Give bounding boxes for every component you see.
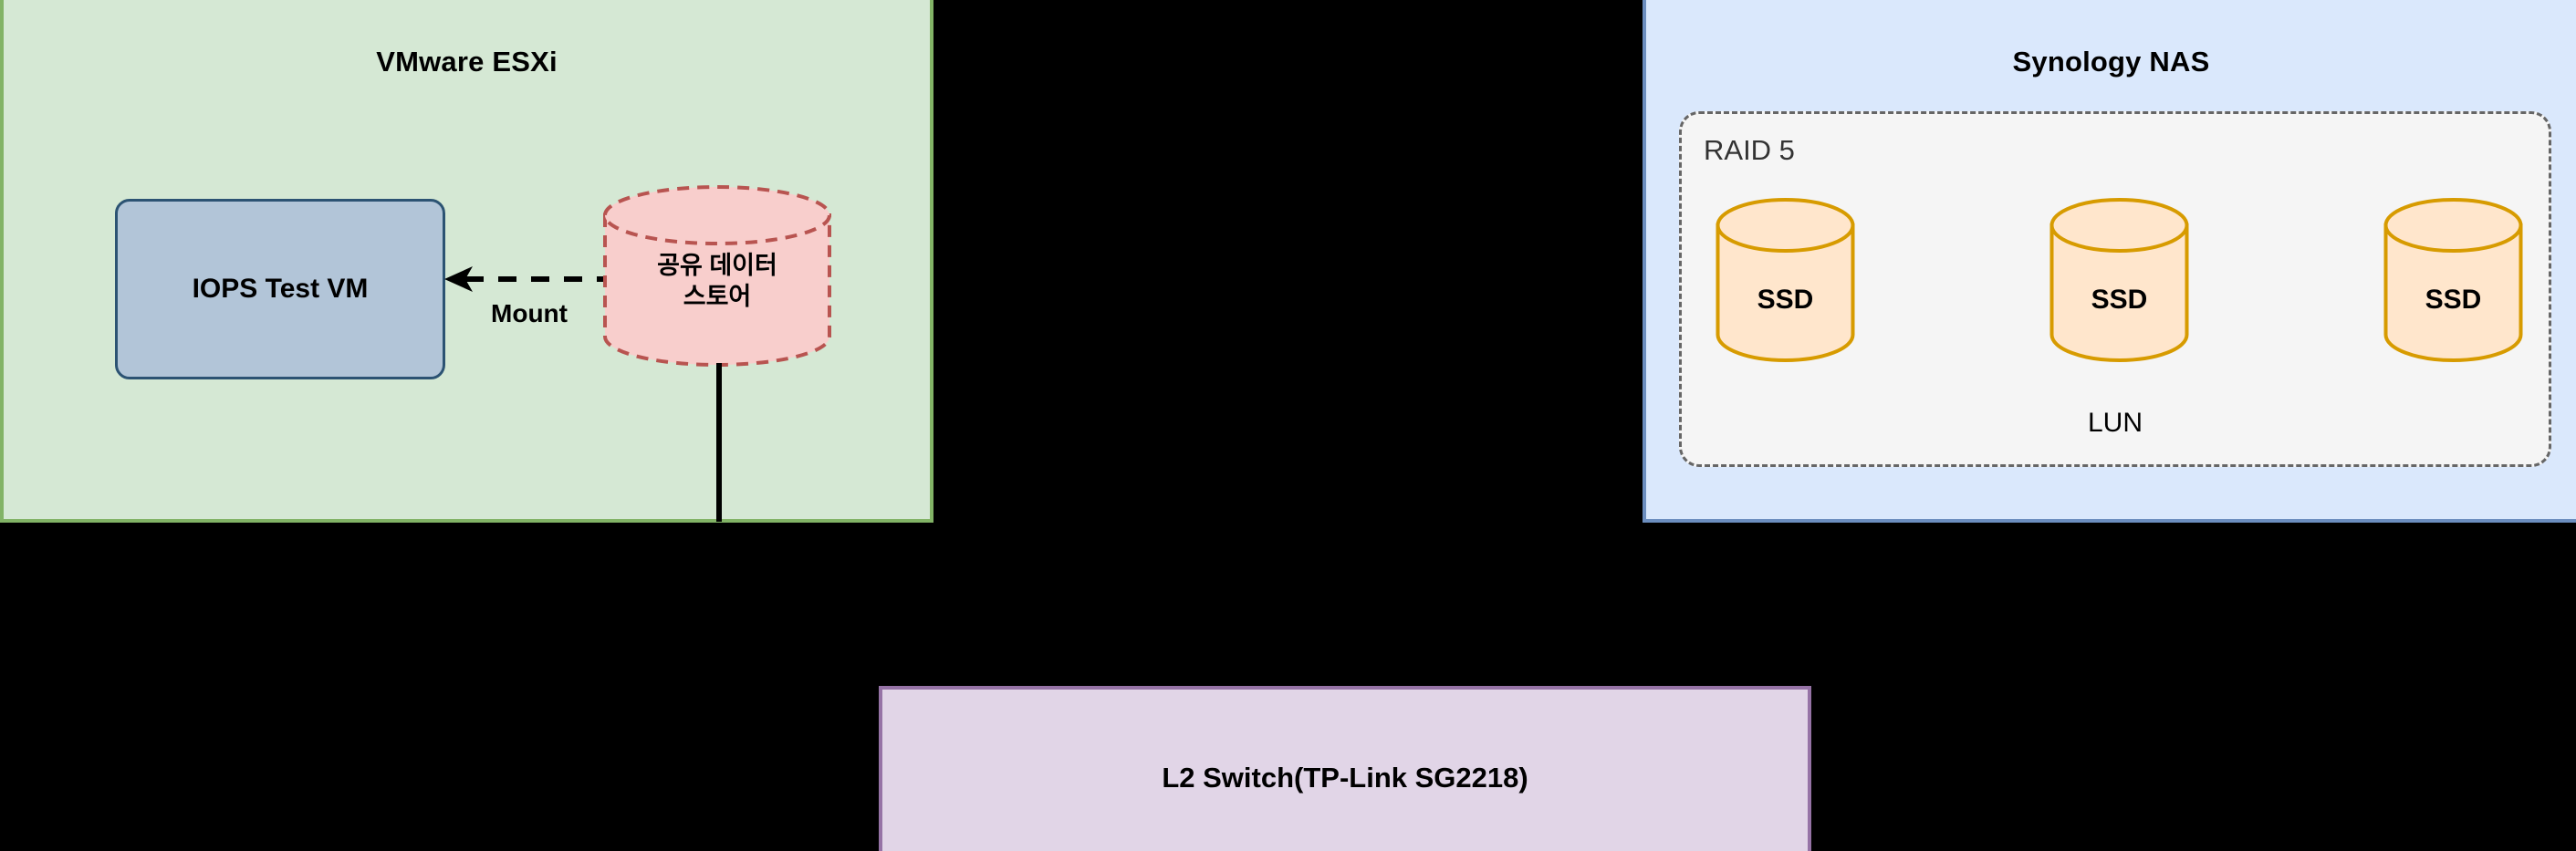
mount-connector[interactable] (433, 255, 615, 306)
ssd-disk-node[interactable]: SSD (2049, 198, 2189, 362)
datastore-to-switch-link[interactable] (716, 363, 722, 522)
ssd-cylinder-icon (2383, 198, 2523, 362)
shared-datastore-node[interactable]: 공유 데이터 스토어 (602, 185, 832, 367)
l2-switch-node[interactable]: L2 Switch(TP-Link SG2218) (879, 686, 1811, 851)
ssd-disk-label: SSD (2091, 284, 2148, 315)
shared-datastore-label: 공유 데이터 스토어 (657, 251, 777, 311)
esxi-zone-title: VMware ESXi (376, 46, 558, 78)
mount-connector-label: Mount (491, 299, 568, 327)
mount-arrow-icon (444, 266, 615, 292)
iops-test-vm-label: IOPS Test VM (192, 274, 369, 304)
synology-nas-zone-title: Synology NAS (2012, 46, 2210, 78)
lun-label: LUN (2087, 408, 2143, 438)
raid5-group[interactable]: RAID 5 SSD SSD (1679, 111, 2551, 467)
ssd-cylinder-icon (1716, 198, 1855, 362)
iops-test-vm-node[interactable]: IOPS Test VM (115, 199, 445, 379)
ssd-disk-label: SSD (1757, 284, 1814, 315)
ssd-disk-node[interactable]: SSD (2383, 198, 2523, 362)
raid5-label: RAID 5 (1704, 134, 1795, 166)
ssd-disk-node[interactable]: SSD (1716, 198, 1855, 362)
datastore-cylinder-icon (603, 185, 831, 367)
synology-nas-zone[interactable]: Synology NAS RAID 5 SSD SSD (1643, 0, 2576, 523)
l2-switch-label: L2 Switch(TP-Link SG2218) (1162, 762, 1528, 794)
ssd-disk-label: SSD (2425, 284, 2482, 315)
ssd-cylinder-icon (2049, 198, 2189, 362)
esxi-zone[interactable]: VMware ESXi IOPS Test VM Mount 공유 데이터 스토… (0, 0, 933, 523)
